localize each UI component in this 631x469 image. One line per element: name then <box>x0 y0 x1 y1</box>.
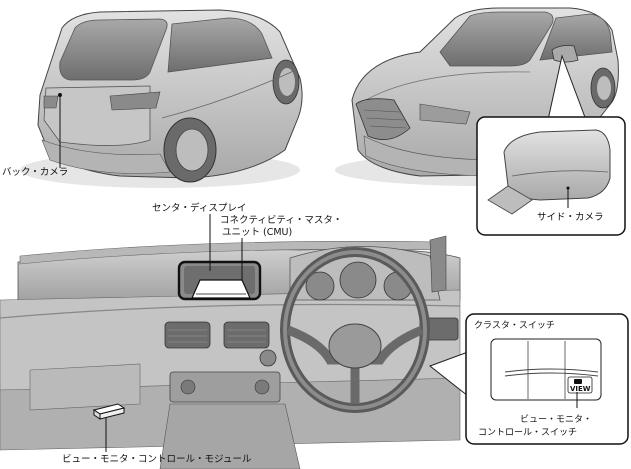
view-button-label: VIEW <box>570 385 591 393</box>
cmu-marker <box>192 280 250 298</box>
cmu-label-line1: コネクティビティ・マスタ・ <box>220 215 342 226</box>
view-monitor-control-module-label: ビュー・モニタ・コントロール・モジュール <box>62 454 252 465</box>
side-camera-label: サイド・カメラ <box>537 212 604 223</box>
cluster-switch-label: クラスタ・スイッチ <box>474 320 555 331</box>
rear-car-illustration <box>20 10 302 188</box>
back-camera-label: バック・カメラ <box>2 167 68 178</box>
cmu-label-line2: ユニット (CMU) <box>222 227 292 238</box>
center-display-label: センタ・ディスプレイ <box>152 202 246 214</box>
view-control-switch-label-line2: コントロール・スイッチ <box>478 427 577 438</box>
view-control-switch-label-line1: ビュー・モニタ・ <box>520 414 592 425</box>
